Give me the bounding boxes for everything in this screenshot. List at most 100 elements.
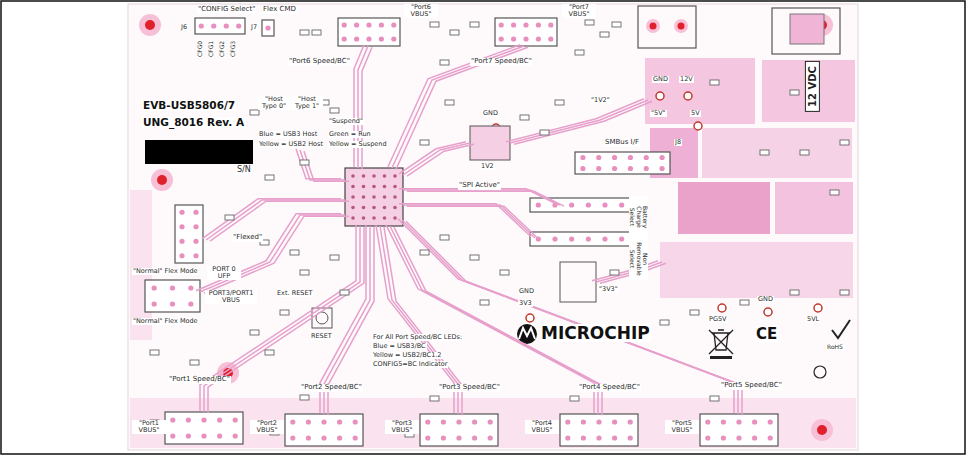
thermal-via — [362, 195, 366, 199]
silkscreen-label: RESET — [310, 333, 333, 340]
pin-pad — [353, 435, 358, 440]
smd-footprint — [440, 60, 449, 65]
pin-pad — [768, 435, 773, 440]
pin-pad — [354, 36, 359, 41]
pin-pad — [224, 23, 229, 28]
pin-pad — [619, 202, 624, 207]
smd-footprint — [300, 395, 309, 400]
pin-pad — [705, 435, 710, 440]
pin-pad — [511, 22, 516, 27]
copper-pour — [702, 128, 852, 178]
pin-pad — [552, 236, 557, 241]
copper-trace — [510, 100, 648, 143]
pcb-detail — [575, 152, 670, 174]
pin-pad — [193, 239, 198, 244]
usb-connector — [495, 18, 557, 46]
copper-pour — [645, 58, 755, 124]
pin-pad — [201, 417, 206, 422]
pin-pad — [565, 435, 570, 440]
smd-footprint — [790, 290, 799, 295]
silkscreen-label: J6 — [180, 24, 188, 31]
pin-pad — [536, 36, 541, 41]
smd-footprint — [520, 115, 529, 120]
smd-footprint — [300, 30, 309, 35]
silkscreen-label: Yellow = USB2/BC1.2 — [372, 352, 442, 359]
silkscreen-label: "5V" — [650, 110, 667, 117]
usb-connector — [420, 414, 498, 446]
silkscreen-label: Battery Charge Select — [629, 196, 648, 238]
pin-pad — [456, 419, 461, 424]
smd-footprint — [660, 320, 669, 325]
thermal-via — [383, 195, 387, 199]
pin-header — [575, 152, 670, 174]
silkscreen-label: "Flexed" — [232, 234, 263, 242]
pin-pad — [217, 417, 222, 422]
pin-pad — [612, 419, 617, 424]
usb-connector — [175, 205, 203, 263]
copper-trace — [358, 46, 368, 168]
copper-trace — [398, 219, 734, 413]
silkscreen-label: CFG0 — [197, 40, 203, 58]
pcb-detail — [145, 280, 200, 312]
pin-pad — [581, 419, 586, 424]
terminal-pad — [674, 19, 688, 33]
pin-pad — [211, 23, 216, 28]
pin-pad — [152, 301, 157, 306]
silkscreen-label: "Normal" Flex Mode — [132, 318, 199, 325]
smd-footprint — [840, 140, 849, 145]
silkscreen-label: "Normal" Flex Mode — [132, 268, 199, 275]
pin-pad — [179, 224, 184, 229]
pin-pad — [201, 433, 206, 438]
silkscreen-label: "Port2 VBUS" — [250, 420, 284, 434]
pin-pad — [186, 417, 191, 422]
smd-footprint — [760, 150, 769, 155]
pin-pad — [511, 36, 516, 41]
silkscreen-label: "Port4 VBUS" — [525, 420, 559, 434]
pin-pad — [499, 36, 504, 41]
pin-pad — [768, 419, 773, 424]
terminal-block — [638, 6, 696, 48]
silkscreen-label: "Suspend" — [328, 118, 364, 125]
smd-footprint — [690, 310, 699, 315]
thermal-via — [393, 185, 397, 189]
smd-footprint — [540, 130, 549, 135]
thermal-via — [362, 216, 366, 220]
pin-pad — [265, 25, 270, 30]
silkscreen-label: "Port5 Speed/BC" — [720, 382, 783, 390]
silkscreen-label: CFG3 — [230, 40, 236, 58]
smd-footprint — [440, 235, 449, 240]
pin-pad — [366, 22, 371, 27]
smd-footprint — [430, 22, 439, 27]
pin-pad — [721, 419, 726, 424]
copper-trace — [514, 101, 652, 144]
test-point — [656, 92, 664, 100]
pin-pad — [752, 435, 757, 440]
pcb-detail — [165, 412, 243, 444]
copper-pour — [762, 60, 855, 122]
pin-pad — [391, 22, 396, 27]
pin-pad — [472, 419, 477, 424]
pin-pad — [596, 435, 601, 440]
silkscreen-label: J8 — [674, 139, 682, 146]
silkscreen-label: "CONFIG Select" — [197, 6, 256, 14]
silkscreen-label: Blue = USB3 Host — [258, 131, 318, 138]
usb-connector — [700, 414, 778, 446]
silkscreen-label: S/N — [236, 166, 252, 175]
regulator-ic — [470, 126, 510, 160]
copper-trace — [296, 149, 341, 179]
thermal-via — [351, 174, 355, 178]
pin-pad — [441, 419, 446, 424]
pin-pad — [523, 22, 528, 27]
smd-footprint — [420, 140, 429, 145]
pin-pad — [596, 155, 601, 160]
boxed-label: 12 VDC — [805, 61, 820, 112]
smd-footprint — [790, 90, 799, 95]
silkscreen-label: Flex CMD — [262, 6, 297, 14]
copper-trace — [204, 216, 349, 293]
thermal-via — [393, 195, 397, 199]
silkscreen-label: PORT3/PORT1 VBUS — [205, 290, 257, 304]
pin-pad — [565, 419, 570, 424]
smd-footprint — [555, 100, 564, 105]
test-point — [764, 308, 772, 316]
pin-pad — [306, 419, 311, 424]
